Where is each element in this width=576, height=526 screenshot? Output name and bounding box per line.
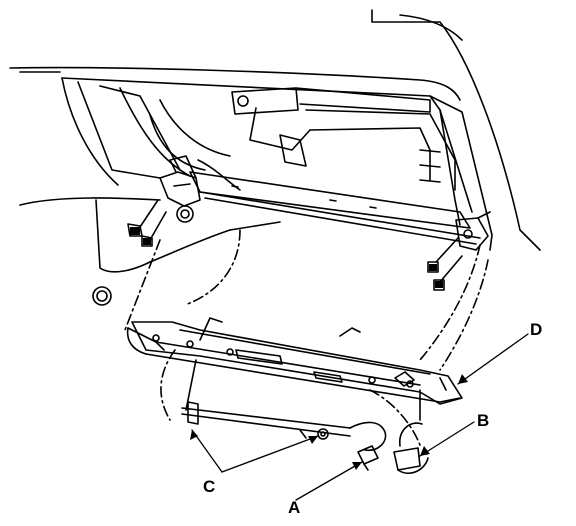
leader-lines bbox=[191, 333, 529, 501]
leader-arrowheads bbox=[190, 374, 468, 470]
phantom-lines bbox=[124, 229, 489, 446]
glove-box-opening bbox=[61, 77, 493, 251]
right-hinge-bracket bbox=[455, 211, 491, 251]
glove-box-lid bbox=[126, 317, 461, 403]
interior-components bbox=[149, 87, 456, 191]
dashboard-outline bbox=[9, 9, 541, 251]
stopper-b bbox=[393, 422, 429, 474]
damper-rod bbox=[181, 401, 387, 452]
callout-c-label: C bbox=[203, 477, 216, 496]
left-hinge-bracket bbox=[159, 155, 201, 223]
upper-rail bbox=[189, 171, 481, 245]
lower-bracket bbox=[131, 321, 463, 405]
left-support-line bbox=[185, 359, 421, 421]
clip-a bbox=[357, 445, 379, 471]
right-bolts bbox=[427, 237, 463, 291]
callout-a-label: A bbox=[288, 498, 301, 517]
left-side-panel bbox=[19, 197, 281, 306]
callout-d-label: D bbox=[530, 320, 543, 339]
callout-b-label: B bbox=[477, 411, 490, 430]
left-bolts bbox=[127, 199, 167, 247]
bolt-heads bbox=[130, 227, 443, 288]
